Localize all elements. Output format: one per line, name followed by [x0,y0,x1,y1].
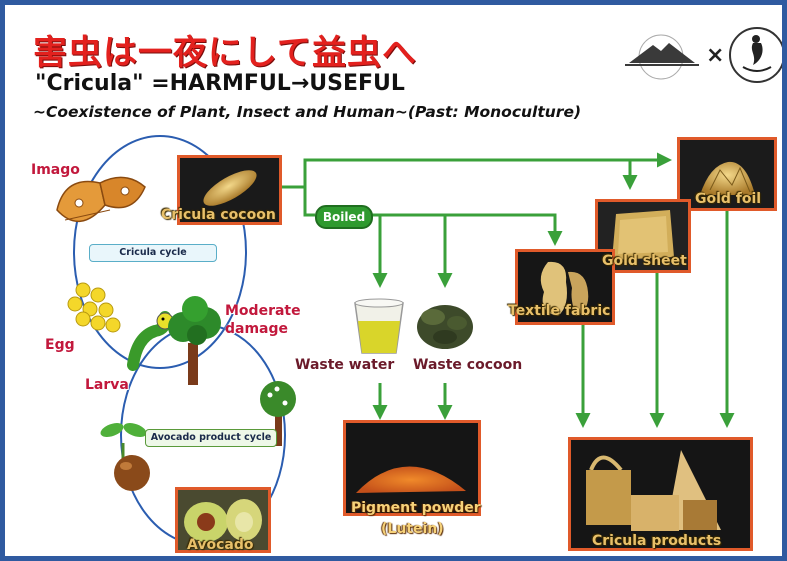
boiled-badge: Boiled [315,205,373,229]
textile-fabric-label: Textile fabric [508,303,610,319]
avocado-label: Avocado [187,537,253,553]
waste-water-label: Waste water [295,357,394,373]
gold-sheet-label: Gold sheet [602,253,687,269]
cricula-products-icon [571,440,750,548]
imago-label: Imago [31,162,80,178]
sapling-icon [99,420,149,459]
cocoon-label: Cricula cocoon [161,207,276,223]
lutein-label: (Lutein) [381,521,444,537]
avocado-cycle-label: Avocado product cycle [145,429,277,447]
cricula-products-label: Cricula products [592,533,721,549]
egg-label: Egg [45,337,75,353]
pigment-powder-label: Pigment powder [351,500,481,516]
cricula-cycle-label: Cricula cycle [89,244,217,262]
waste-cocoon-pile-icon [417,305,473,349]
mountain-logo-icon [625,35,699,79]
waste-water-glass-icon [355,299,403,353]
eggs-icon [68,283,120,332]
laboratory-logo-icon [730,28,784,82]
moderate-damage-label-1: Moderate [225,303,301,319]
times-symbol: × [706,43,724,68]
moth-icon [57,177,145,221]
damaged-tree-icon [168,296,221,385]
avocado-seed-icon [114,455,150,491]
waste-cocoon-label: Waste cocoon [413,357,522,373]
gold-foil-label: Gold foil [695,191,761,207]
larva-label: Larva [85,377,129,393]
larva-icon [133,313,173,365]
moderate-damage-label-2: damage [225,321,288,337]
